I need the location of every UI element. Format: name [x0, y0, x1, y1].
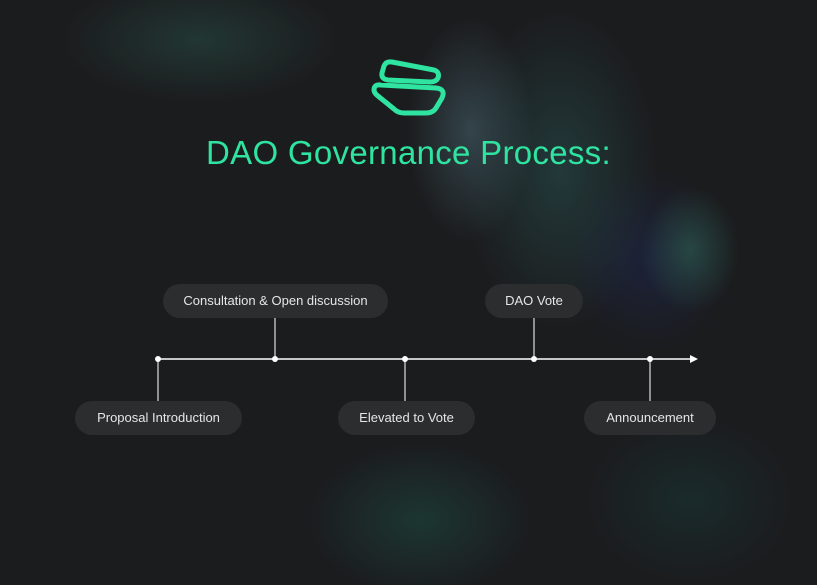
logo-icon [371, 59, 446, 116]
step-proposal-introduction: Proposal Introduction [75, 401, 242, 435]
page-title: DAO Governance Process: [206, 134, 611, 171]
step-announcement: Announcement [584, 401, 716, 435]
timeline-dot [155, 356, 161, 362]
timeline-dot [531, 356, 537, 362]
timeline-dot [402, 356, 408, 362]
step-elevated-to-vote: Elevated to Vote [338, 401, 475, 435]
timeline-dot [647, 356, 653, 362]
arrow-head-icon [690, 355, 698, 363]
timeline-dot [272, 356, 278, 362]
step-dao-vote: DAO Vote [485, 284, 583, 318]
step-consultation: Consultation & Open discussion [163, 284, 388, 318]
